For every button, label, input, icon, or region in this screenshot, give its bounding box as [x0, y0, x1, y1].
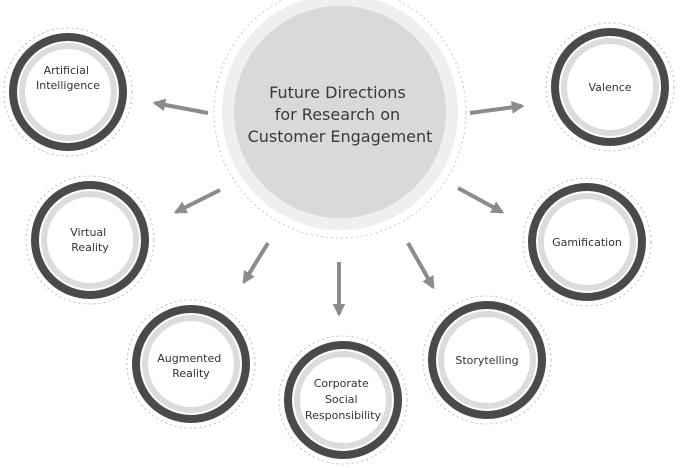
node-corporate-social-responsibility: Corporate Social Responsibility	[278, 335, 408, 465]
node-augmented-reality: Augmented Reality	[126, 299, 256, 429]
node-valence: Valence	[545, 22, 675, 152]
node-label-line: Social	[325, 393, 358, 406]
node-label: Corporate Social Responsibility	[305, 377, 382, 422]
center-title-line-3: Customer Engagement	[248, 127, 433, 146]
node-label-line: Reality	[71, 241, 109, 254]
node-storytelling: Storytelling	[422, 295, 552, 425]
center-hub: Future Directions for Research on Custom…	[213, 0, 467, 239]
arrows	[152, 98, 525, 317]
node-label-line: Artificial	[44, 64, 89, 77]
arrow-to-augmented-reality	[242, 241, 270, 285]
center-title: Future Directions for Research on Custom…	[248, 83, 433, 146]
node-label-line: Virtual	[70, 226, 106, 239]
node-gamification: Gamification	[522, 177, 652, 307]
node-label-line: Intelligence	[36, 79, 100, 92]
node-label: Valence	[588, 81, 631, 94]
node-label: Augmented Reality	[157, 352, 225, 380]
node-label-line: Gamification	[552, 236, 622, 249]
node-label-line: Storytelling	[455, 354, 518, 367]
arrow-to-virtual-reality	[173, 188, 221, 214]
arrow-to-gamification	[457, 186, 505, 214]
node-label: Storytelling	[455, 354, 518, 367]
arrow-to-valence	[469, 101, 525, 115]
node-label-line: Reality	[172, 367, 210, 380]
node-label: Artificial Intelligence	[36, 64, 100, 92]
node-label-line: Responsibility	[305, 409, 382, 422]
arrow-to-storytelling	[406, 242, 435, 290]
center-title-line-1: Future Directions	[269, 83, 406, 102]
node-label-line: Valence	[588, 81, 631, 94]
node-virtual-reality: Virtual Reality	[25, 175, 155, 305]
center-title-line-2: for Research on	[275, 105, 401, 124]
node-label: Gamification	[552, 236, 622, 249]
arrow-to-artificial-intelligence	[152, 98, 209, 115]
node-label: Virtual Reality	[70, 226, 109, 254]
node-label-line: Augmented	[157, 352, 221, 365]
node-label-line: Corporate	[314, 377, 369, 390]
node-artificial-intelligence: Artificial Intelligence	[3, 27, 133, 157]
